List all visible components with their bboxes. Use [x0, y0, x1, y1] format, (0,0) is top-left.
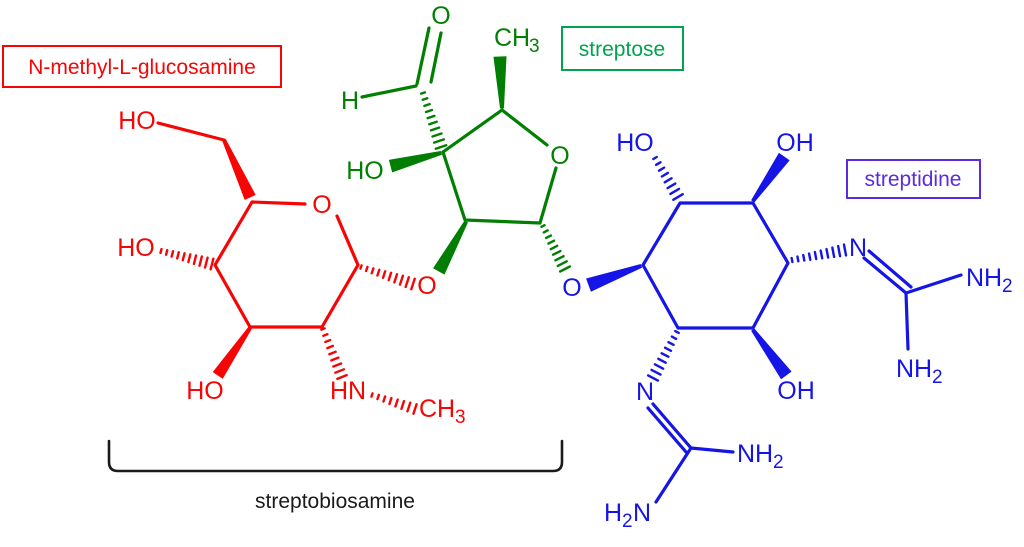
- streptidine-structure: HO OH O N OH N NH 2 NH 2 NH 2 H 2 N: [562, 129, 1012, 532]
- streptobiosamine-bracket: streptobiosamine: [107, 439, 564, 513]
- streptose-structure: O H HO CH 3 O: [341, 2, 572, 275]
- streptidine-box-label: streptidine: [865, 168, 962, 191]
- atom-label-nh2-lower-right-subscript: 2: [932, 367, 943, 388]
- atom-label-nh2-upper-right: NH: [966, 264, 1002, 292]
- double-bond: [651, 402, 693, 450]
- hash-bond: [790, 243, 848, 264]
- wedge-bond: [493, 56, 507, 109]
- atom-label-oh-top: OH: [776, 129, 814, 157]
- hash-bond: [419, 91, 448, 150]
- hash-bond: [320, 327, 348, 381]
- atom-label-ho-bottom: HO: [186, 377, 224, 405]
- atom-label-methyl: CH: [419, 395, 455, 423]
- glucosamine-box-label: N-methyl-L-glucosamine: [28, 56, 256, 79]
- streptose-box-label: streptose: [579, 38, 665, 61]
- double-bond: [415, 26, 431, 86]
- atom-label-oh-bottom: OH: [777, 377, 815, 405]
- cyclohexane-ring-bonds: [641, 201, 790, 330]
- hash-bond: [359, 264, 416, 291]
- atom-label-aldehyde-oxygen: O: [431, 2, 450, 30]
- wedge-bond: [433, 220, 468, 275]
- streptose-label-box: streptose: [561, 26, 684, 71]
- bracket-shape: [107, 439, 564, 473]
- atom-label-aldehyde-h: H: [341, 87, 359, 115]
- wedge-bond: [751, 153, 790, 203]
- wedge-bond: [222, 138, 256, 200]
- double-bond: [429, 31, 443, 84]
- hash-bond: [646, 329, 680, 382]
- atom-label-nh2-lower-right: NH: [896, 355, 932, 383]
- atom-label-n-right: N: [849, 234, 867, 262]
- bracket-label: streptobiosamine: [255, 490, 415, 513]
- bond: [156, 121, 226, 142]
- atom-label-nh2-bottom: NH: [737, 440, 773, 468]
- hash-bond: [159, 247, 215, 271]
- atom-label-nh2-bottom-subscript: 2: [773, 452, 784, 473]
- atom-label-hn: HN: [330, 377, 366, 405]
- atom-label-n-bottom: N: [636, 378, 654, 406]
- atom-label-ho: HO: [616, 129, 654, 157]
- wedge-bond: [212, 326, 252, 379]
- double-bond: [867, 249, 913, 289]
- atom-label-methyl-subscript: 3: [455, 407, 466, 428]
- glucosamine-label-box: N-methyl-L-glucosamine: [2, 45, 282, 88]
- streptidine-label-box: streptidine: [846, 159, 981, 199]
- atom-label-h2n-n: N: [633, 499, 651, 527]
- pyranose-ring-bonds: [213, 200, 360, 329]
- hash-bond: [370, 392, 418, 415]
- atom-label-ho: HO: [346, 157, 384, 185]
- atom-label-nh2-upper-right-subscript: 2: [1002, 276, 1013, 297]
- glucosamine-box-border: [2, 45, 282, 88]
- furanose-ring-bonds: [441, 108, 558, 225]
- wedge-bond: [751, 328, 792, 380]
- hash-bond: [652, 155, 684, 201]
- streptose-box-border: [561, 26, 684, 71]
- atom-label-ho-left: HO: [117, 234, 155, 262]
- hash-bond: [540, 224, 572, 273]
- atom-label-ho-top: HO: [118, 107, 156, 135]
- bond: [360, 84, 418, 99]
- atom-label-glycosidic-oxygen: O: [562, 274, 581, 302]
- atom-label-ring-oxygen: O: [550, 142, 569, 170]
- atom-label-ring-oxygen: O: [312, 191, 331, 219]
- atom-label-methyl: CH: [494, 24, 530, 52]
- wedge-bond: [586, 264, 643, 292]
- streptidine-box-border: [846, 159, 981, 199]
- wedge-bond: [388, 151, 442, 173]
- atom-label-glycosidic-oxygen: O: [417, 272, 436, 300]
- double-bond: [646, 406, 688, 454]
- double-bond: [862, 256, 908, 295]
- atom-label-h2n-subscript: 2: [622, 511, 633, 532]
- atom-label-methyl-subscript: 3: [529, 36, 540, 57]
- guanidine-bonds: [904, 273, 963, 351]
- glucosamine-structure: HO HO O O HO HN CH 3: [117, 107, 465, 428]
- guanidine-bonds: [654, 446, 735, 504]
- atom-label-h2n-h: H: [604, 499, 622, 527]
